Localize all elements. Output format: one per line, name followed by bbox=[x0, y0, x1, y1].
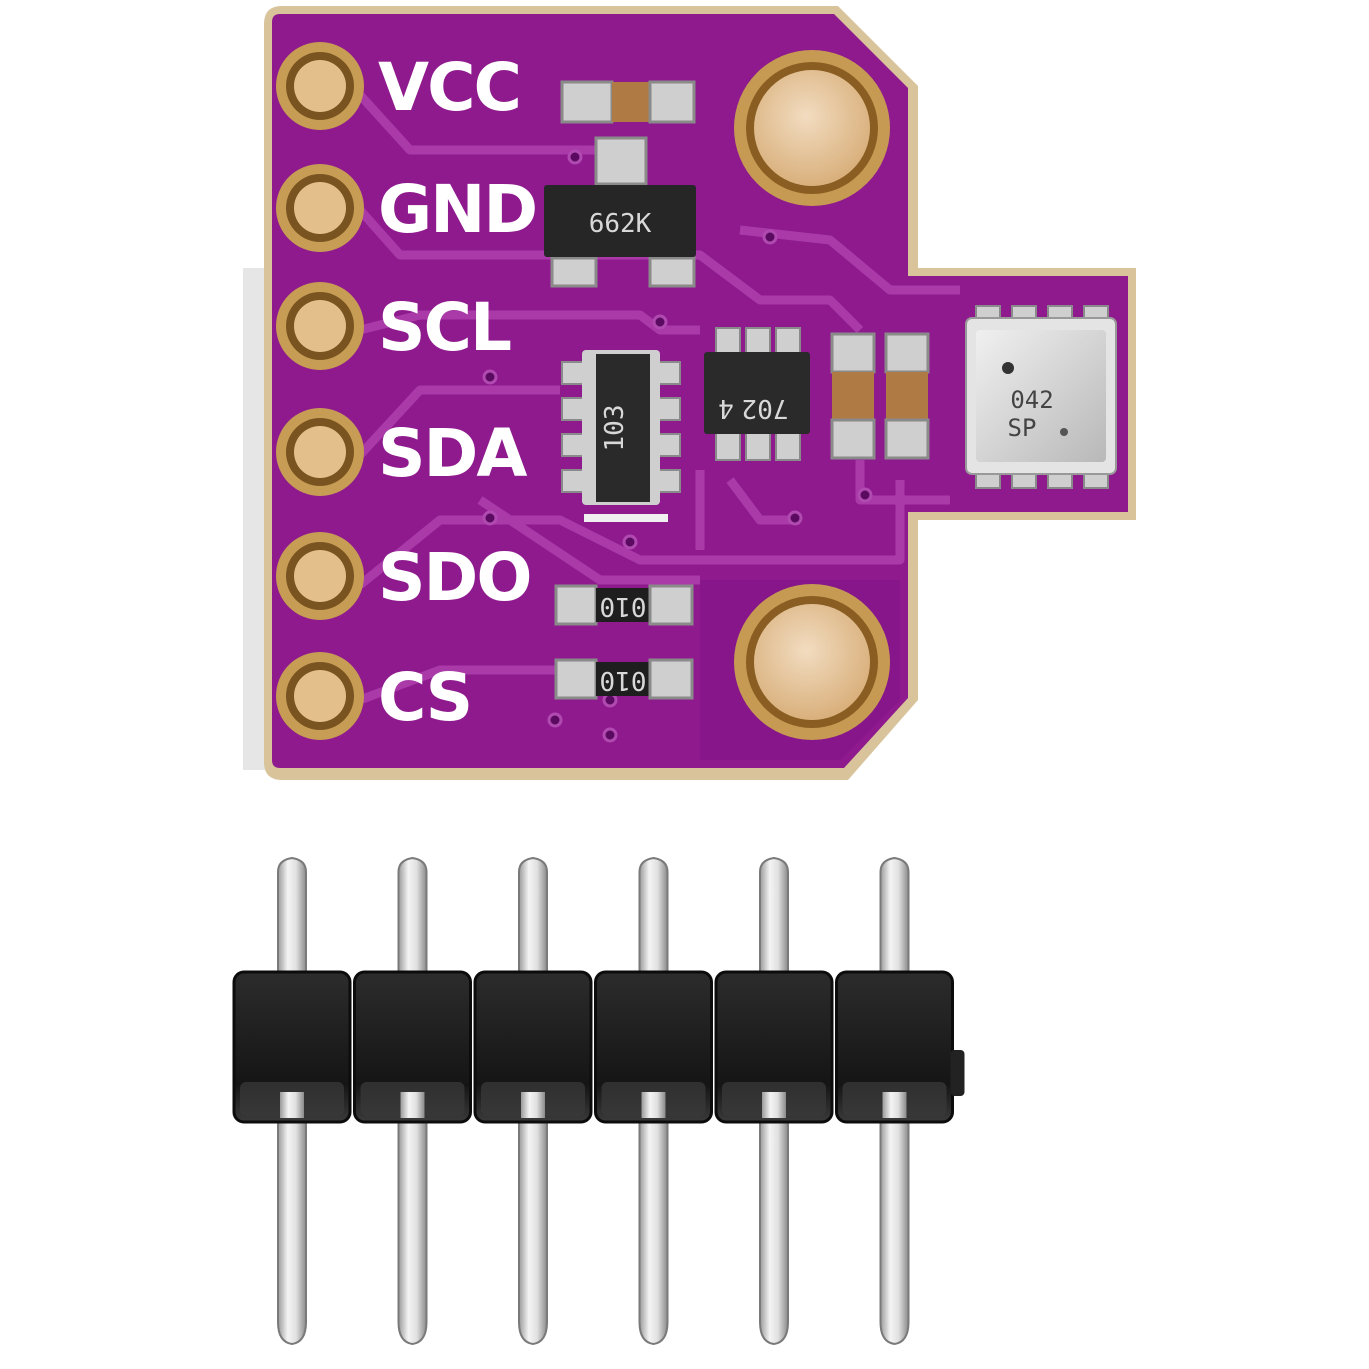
pin-pad-vcc: VCC bbox=[276, 42, 522, 130]
pin-label-gnd: GND bbox=[378, 171, 536, 248]
level-shifter-marking: 702 bbox=[742, 393, 789, 423]
header-pin-4 bbox=[594, 856, 713, 1346]
pin-shoulder bbox=[641, 1092, 666, 1118]
sensor-board: VCC GND SCL SDA SDO CS 662K 103 bbox=[243, 6, 1136, 780]
resistor-array-marking: 103 bbox=[600, 405, 630, 452]
pin-pad-sda: SDA bbox=[276, 408, 529, 496]
pin-bottom bbox=[518, 1109, 548, 1346]
header-pin-5 bbox=[714, 856, 834, 1346]
pin-bottom bbox=[397, 1109, 428, 1346]
pin-row: VCC GND SCL SDA SDO CS bbox=[276, 42, 538, 740]
voltage-regulator-chip: 662K bbox=[544, 136, 696, 288]
resistor-2-marking: 010 bbox=[600, 665, 647, 695]
pin-top bbox=[759, 856, 789, 986]
sensor-marking-line1: 042 bbox=[1010, 386, 1053, 414]
pin-top bbox=[518, 856, 548, 986]
pin-shoulder bbox=[280, 1092, 304, 1118]
pin-pad-scl: SCL bbox=[276, 282, 513, 370]
pin-top bbox=[879, 856, 910, 986]
pin-header bbox=[232, 856, 965, 1346]
pad-hole bbox=[294, 426, 346, 478]
vias bbox=[482, 149, 873, 743]
pad-hole bbox=[294, 182, 346, 234]
pad-hole bbox=[294, 60, 346, 112]
capacitor-pair bbox=[830, 332, 930, 460]
pin-pad-sdo: SDO bbox=[276, 532, 532, 620]
capacitor-top bbox=[560, 80, 696, 124]
pin-label-vcc: VCC bbox=[378, 49, 520, 126]
pad-hole bbox=[294, 670, 346, 722]
pin-shoulder bbox=[762, 1092, 786, 1118]
environmental-sensor: 042 SP bbox=[965, 305, 1117, 489]
pin-label-sda: SDA bbox=[378, 415, 527, 492]
pin-label-scl: SCL bbox=[378, 289, 511, 366]
header-pin-3 bbox=[473, 856, 593, 1346]
pin-bottom bbox=[638, 1109, 669, 1346]
resistor-array-chip: 103 bbox=[561, 350, 681, 522]
header-pin-1 bbox=[232, 856, 352, 1346]
mounting-hole-bottom bbox=[734, 584, 890, 740]
pin-pad-gnd: GND bbox=[276, 164, 538, 252]
board-edge bbox=[243, 268, 268, 770]
pin-bottom bbox=[277, 1109, 307, 1346]
pin-shoulder bbox=[521, 1092, 545, 1118]
pin-label-sdo: SDO bbox=[378, 539, 530, 616]
pad-hole bbox=[294, 550, 346, 602]
level-shifter-chip: 702 4 bbox=[704, 327, 810, 461]
pin-top bbox=[397, 856, 428, 986]
pin-bottom bbox=[759, 1109, 789, 1346]
pin-shoulder bbox=[400, 1092, 425, 1118]
header-side-tab bbox=[950, 1050, 965, 1096]
pin-bottom bbox=[879, 1109, 910, 1346]
header-pin-6 bbox=[835, 856, 954, 1346]
resistor-1-marking: 010 bbox=[600, 591, 647, 621]
resistor-1: 010 bbox=[554, 584, 694, 626]
board-body bbox=[272, 14, 1128, 768]
resistor-2: 010 bbox=[554, 658, 694, 700]
sensor-marking-line2: SP bbox=[1008, 414, 1037, 442]
mounting-hole-top bbox=[734, 50, 890, 206]
regulator-marking: 662K bbox=[589, 209, 652, 239]
pin-top bbox=[638, 856, 669, 986]
pin-pad-cs: CS bbox=[276, 652, 473, 740]
level-shifter-marking-2: 4 bbox=[718, 393, 734, 423]
pin-top bbox=[277, 856, 307, 986]
pin-label-cs: CS bbox=[378, 659, 471, 736]
pin-shoulder bbox=[882, 1092, 907, 1118]
pad-hole bbox=[294, 300, 346, 352]
header-pin-2 bbox=[353, 856, 472, 1346]
